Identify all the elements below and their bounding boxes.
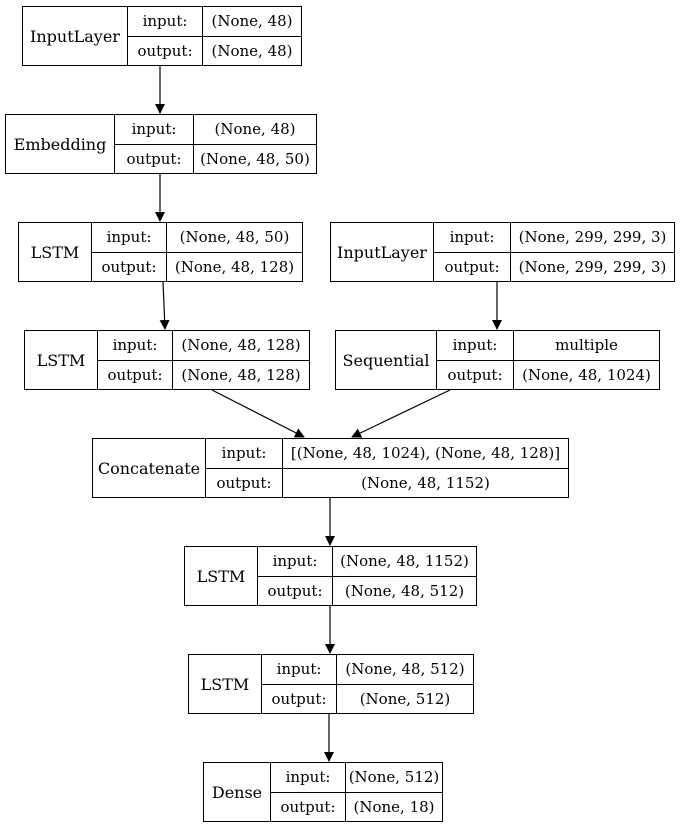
io-labels: input: output: <box>128 7 203 65</box>
shape-values: (None, 48, 50) (None, 48, 128) <box>167 223 302 281</box>
output-label: output: <box>98 359 172 390</box>
input-label: input: <box>449 228 495 247</box>
io-labels: input: output: <box>92 223 167 281</box>
layer-name: Dense <box>204 763 271 821</box>
output-shape: (None, 48, 1152) <box>283 467 568 498</box>
io-labels: input: output: <box>115 115 194 173</box>
output-label: output: <box>437 359 513 390</box>
output-label: output: <box>434 251 510 282</box>
layer-name: LSTM <box>189 655 262 713</box>
shape-values: (None, 48) (None, 48, 50) <box>194 115 316 173</box>
io-labels: input: output: <box>434 223 511 281</box>
layer-name: InputLayer <box>331 223 434 281</box>
input-shape: (None, 48) <box>214 120 296 139</box>
output-label: output: <box>92 251 166 282</box>
input-shape: (None, 48, 1152) <box>340 552 469 571</box>
input-shape: (None, 299, 299, 3) <box>518 228 667 247</box>
output-label: output: <box>258 575 332 606</box>
shape-values: (None, 48) (None, 48) <box>203 7 301 65</box>
input-shape: (None, 48, 128) <box>181 336 301 355</box>
input-label: input: <box>142 12 188 31</box>
output-label: output: <box>128 35 202 66</box>
output-shape: (None, 48, 128) <box>173 359 309 390</box>
io-labels: input: output: <box>271 763 346 821</box>
layer-node: Sequential input: output: multiple (None, 48… <box>335 330 660 390</box>
input-label: input: <box>112 336 158 355</box>
edge-arrow <box>351 389 451 438</box>
output-label: output: <box>115 143 193 174</box>
input-label: input: <box>221 444 267 463</box>
layer-name: Embedding <box>6 115 115 173</box>
io-labels: input: output: <box>437 331 514 389</box>
output-shape: (None, 48, 128) <box>167 251 302 282</box>
output-shape: (None, 48, 512) <box>333 575 476 606</box>
output-shape: (None, 48, 1024) <box>514 359 659 390</box>
input-shape: multiple <box>555 336 618 355</box>
io-labels: input: output: <box>206 439 283 497</box>
input-shape: [(None, 48, 1024), (None, 48, 128)] <box>290 444 561 463</box>
layer-node: Dense input: output:(None, 512) (None, 18) <box>203 762 443 822</box>
output-label: output: <box>271 791 345 822</box>
layer-name: Sequential <box>336 331 437 389</box>
shape-values: multiple (None, 48, 1024) <box>514 331 659 389</box>
io-labels: input: output: <box>258 547 333 605</box>
edge-arrow <box>159 281 170 330</box>
io-labels: input: output: <box>262 655 337 713</box>
input-label: input: <box>452 336 498 355</box>
output-shape: (None, 48, 50) <box>194 143 316 174</box>
output-shape: (None, 512) <box>337 683 473 714</box>
input-label: input: <box>272 552 318 571</box>
output-label: output: <box>206 467 282 498</box>
edge-arrow <box>211 389 305 438</box>
input-label: input: <box>131 120 177 139</box>
shape-values: (None, 48, 512) (None, 512) <box>337 655 473 713</box>
input-shape: (None, 48, 50) <box>179 228 290 247</box>
input-label: input: <box>285 768 331 787</box>
io-labels: input: output: <box>98 331 173 389</box>
input-shape: (None, 512) <box>348 768 440 787</box>
layer-name: LSTM <box>185 547 258 605</box>
shape-values: [(None, 48, 1024), (None, 48, 128)] (None… <box>283 439 568 497</box>
input-label: input: <box>106 228 152 247</box>
shape-values: (None, 48, 1152) (None, 48, 512) <box>333 547 476 605</box>
shape-values: (None, 512) (None, 18) <box>346 763 442 821</box>
output-shape: (None, 18) <box>346 791 442 822</box>
shape-values: (None, 48, 128) (None, 48, 128) <box>173 331 309 389</box>
layer-name: LSTM <box>25 331 98 389</box>
layer-name: InputLayer <box>23 7 128 65</box>
input-shape: (None, 48) <box>211 12 293 31</box>
shape-values: (None, 299, 299, 3) (None, 299, 299, 3) <box>511 223 674 281</box>
layer-name: LSTM <box>19 223 92 281</box>
output-shape: (None, 48) <box>203 35 301 66</box>
output-shape: (None, 299, 299, 3) <box>511 251 674 282</box>
input-label: input: <box>276 660 322 679</box>
layer-node: LSTM input: output: (None, 48, 512) (None, 5… <box>188 654 474 714</box>
layer-name: Concatenate <box>93 439 206 497</box>
output-label: output: <box>262 683 336 714</box>
input-shape: (None, 48, 512) <box>345 660 465 679</box>
